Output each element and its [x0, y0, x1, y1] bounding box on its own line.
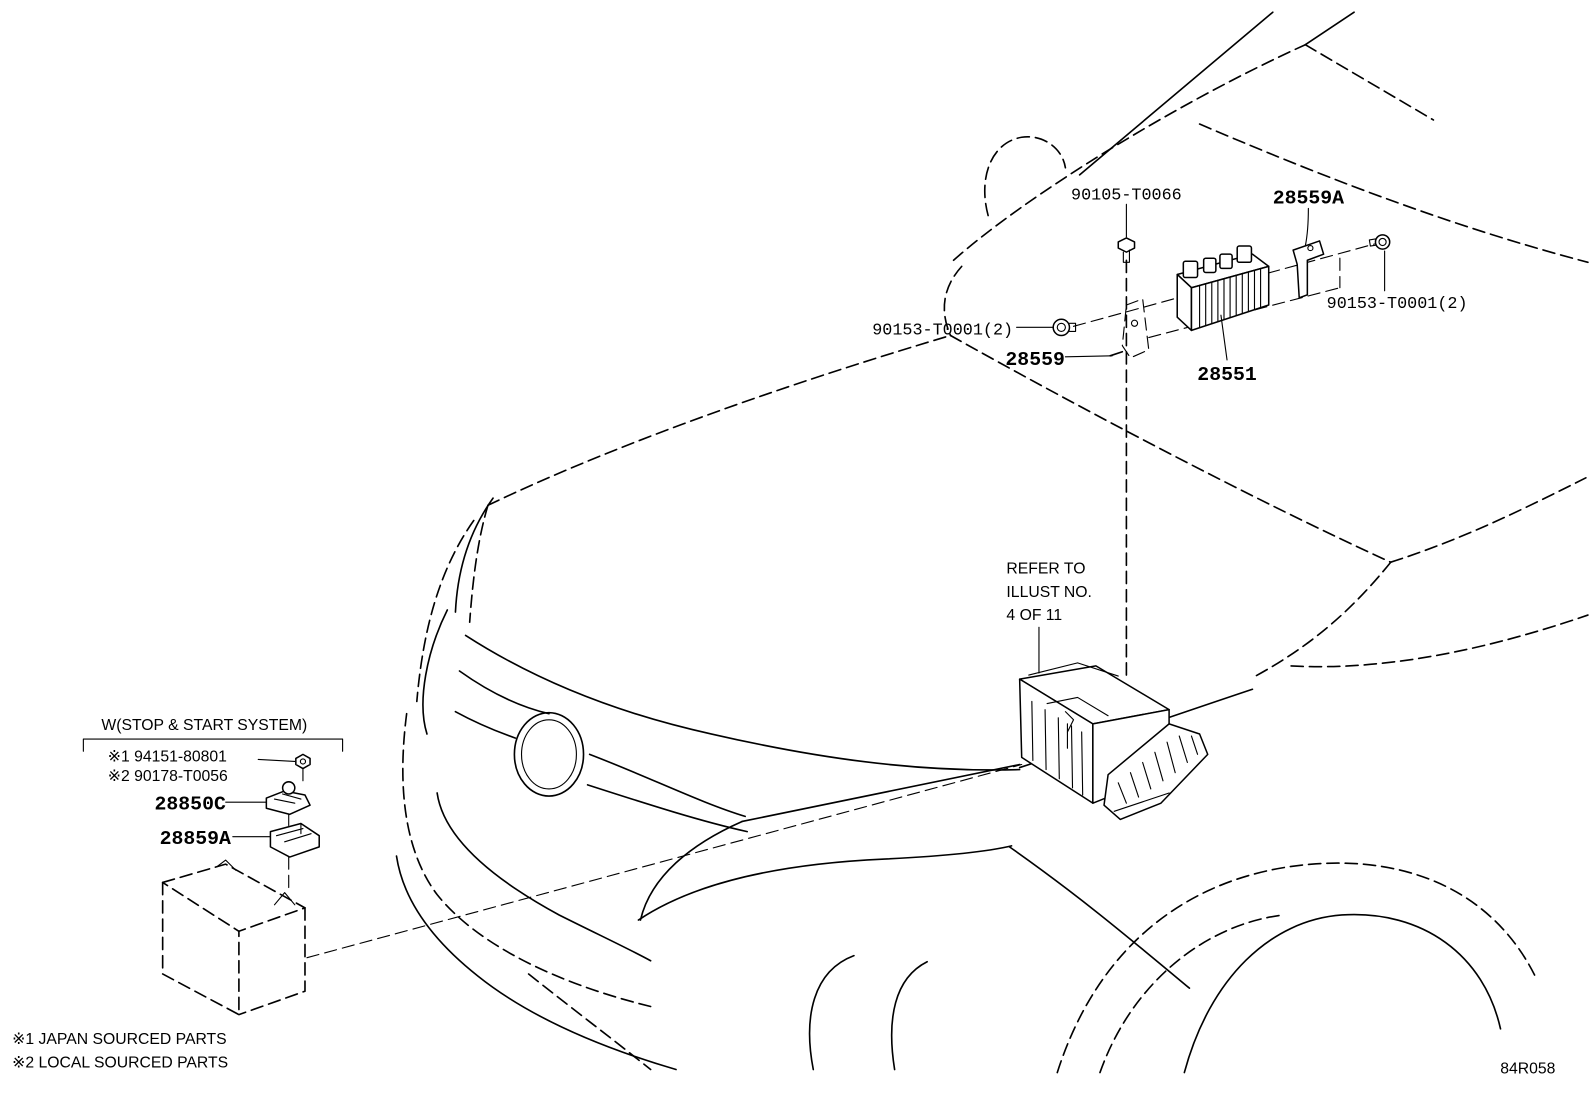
label-nut-japan: ※1 94151-80801 — [108, 748, 227, 765]
emblem-outer — [513, 711, 585, 797]
label-bracket-right: 28559A — [1273, 186, 1344, 209]
side-mirror — [984, 136, 1067, 217]
left-fascia — [422, 609, 449, 735]
junction-bracket-hatching — [1113, 735, 1199, 812]
reference-note-line-1: REFER TO — [1006, 560, 1085, 577]
windshield-base — [952, 43, 1307, 262]
grille-bar-right-lower — [586, 784, 749, 833]
bolt-right-icon — [1368, 234, 1391, 250]
bumper-lower-line — [395, 855, 677, 1071]
legend-local: ※2 LOCAL SOURCED PARTS — [12, 1054, 228, 1071]
right-headlamp-corner — [639, 820, 743, 921]
roof-edge-solid — [1304, 11, 1355, 46]
label-bolt-left: 90153-T0001(2) — [872, 321, 1013, 340]
stop-start-heading: W(STOP & START SYSTEM) — [101, 717, 307, 734]
nut-leader — [257, 758, 296, 763]
junction-clip — [1064, 711, 1075, 733]
label-bracket-left: 28559 — [1005, 348, 1064, 371]
headlamp-lower-edge — [637, 845, 1013, 921]
bolt-top-icon — [1117, 237, 1136, 263]
grille-upper-bar — [458, 670, 550, 715]
hood-rear-edge — [487, 334, 952, 507]
grille-bar-left — [454, 710, 517, 739]
stop-start-bracket — [82, 738, 344, 752]
fog-lamp-left — [808, 954, 855, 1071]
fender-rear-line — [1389, 477, 1587, 564]
fender-top-line — [1198, 123, 1589, 264]
grille-top-bar — [464, 634, 1021, 771]
fender-lower-line — [1290, 614, 1589, 668]
emblem-inner — [520, 719, 577, 790]
lower-valance-left — [527, 973, 652, 1071]
fender-front-edge — [1008, 846, 1191, 989]
label-bolt-top: 90105-T0066 — [1071, 186, 1182, 205]
label-nut-local: ※2 90178-T0056 — [108, 768, 228, 785]
left-headlamp-inner — [454, 497, 494, 613]
module-icon — [1176, 245, 1270, 332]
junction-block-ribs — [1031, 700, 1084, 796]
reference-note-line-3: 4 OF 11 — [1006, 607, 1062, 624]
battery-icon — [161, 859, 306, 1016]
junction-block — [1018, 662, 1209, 821]
module-assembly — [1052, 234, 1391, 680]
stop-start-parts — [82, 738, 344, 1016]
bracket-left-leader — [1064, 355, 1113, 358]
label-terminal-cover: 28859A — [160, 827, 231, 850]
hood-front-right — [1254, 561, 1392, 677]
bumper-mid-line — [436, 792, 652, 962]
left-headlamp-outer — [415, 519, 475, 703]
legend-japan: ※1 JAPAN SOURCED PARTS — [12, 1031, 226, 1048]
labels: 90105-T0066 28559A 90153-T0001(2) 90153-… — [12, 186, 1555, 1077]
leader-lines — [1016, 203, 1386, 674]
label-module: 28551 — [1197, 363, 1257, 386]
wheel-arch-outer — [1056, 862, 1536, 1074]
label-terminal: 28850C — [155, 792, 226, 815]
illustration-code: 84R058 — [1500, 1061, 1555, 1078]
module-leader — [1220, 314, 1228, 361]
hood-front-left — [468, 504, 489, 624]
hood-right-crease — [949, 334, 1392, 564]
right-headlamp-top — [741, 763, 1021, 823]
battery-to-junction-line — [306, 763, 1023, 959]
vehicle-outline — [395, 11, 1589, 1074]
wheel-arch-inner — [1183, 913, 1502, 1074]
bracket-left-icon — [1109, 298, 1150, 359]
wheel-arch-mid — [1099, 914, 1284, 1074]
reference-note-line-2: ILLUST NO. — [1006, 584, 1091, 601]
bumper-upper-dashed — [402, 712, 652, 1008]
junction-bracket — [1103, 723, 1209, 821]
bolt-left-icon — [1052, 318, 1077, 337]
terminal-icon — [265, 781, 311, 816]
fog-lamp-right — [890, 960, 928, 1071]
junction-block-cover-ridge — [1028, 662, 1119, 749]
hood-corner — [943, 265, 963, 337]
bracket-right-leader — [1304, 207, 1309, 247]
bracket-right-icon — [1292, 240, 1325, 299]
nut-icon — [295, 753, 311, 770]
terminal-cover-icon — [269, 822, 320, 858]
windshield-top — [1304, 43, 1435, 121]
grille-bar-right-upper — [588, 753, 746, 818]
label-bolt-right: 90153-T0001(2) — [1327, 295, 1468, 314]
